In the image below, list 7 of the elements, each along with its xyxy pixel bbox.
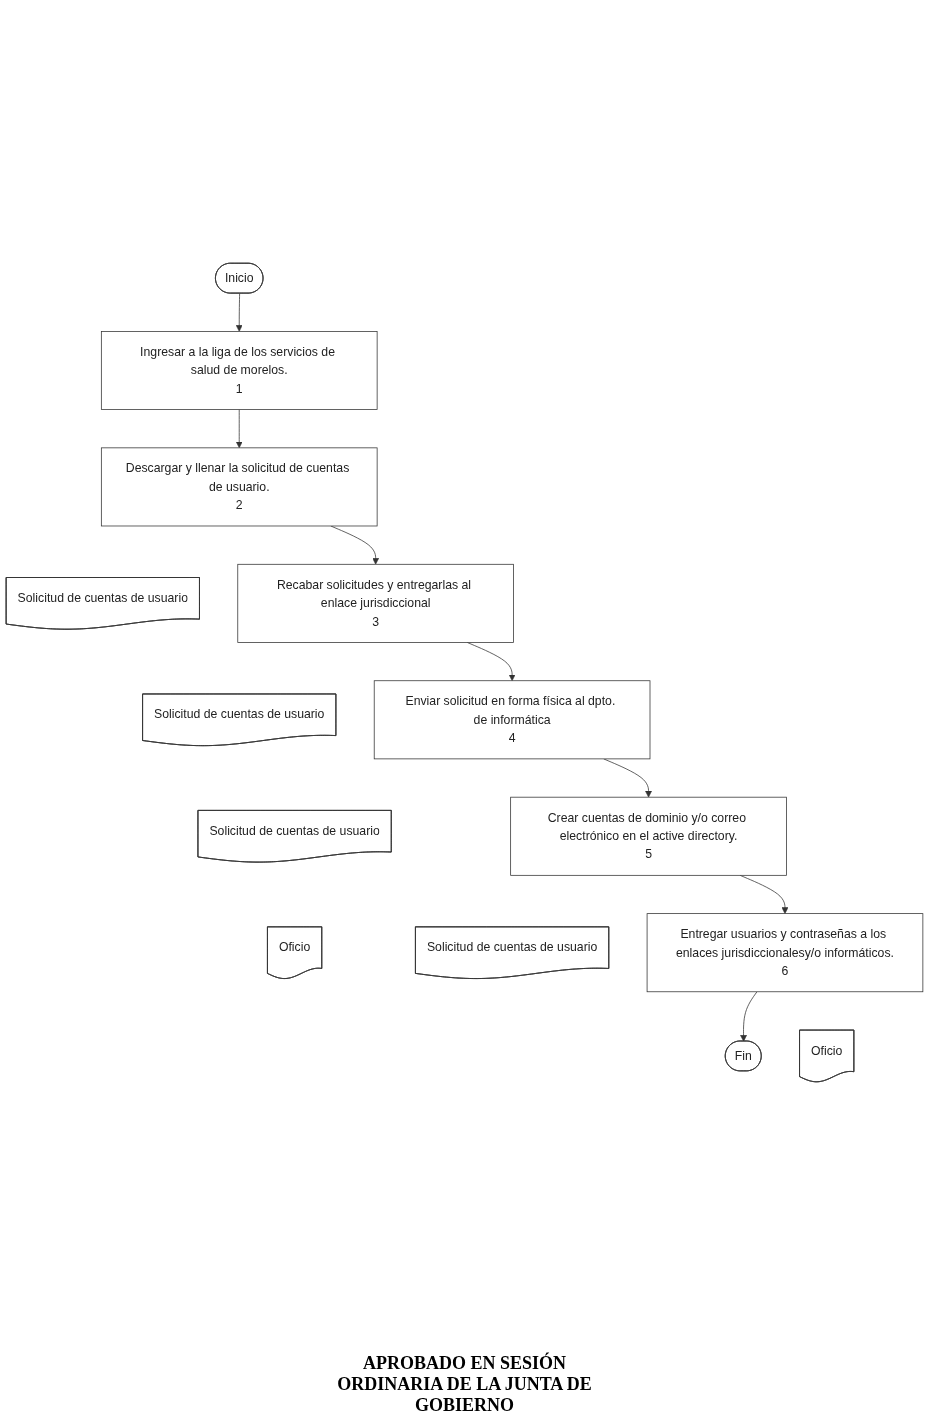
approval-note: APROBADO EN SESIÓN ORDINARIA DE LA JUNTA DE GOBIERNO [336,1353,593,1416]
node-box: Recabar solicitudes y entregarlas al enlace jurisdiccional 3 [237,563,514,643]
node-box: Enviar solicitud en forma física al dpto. de informática 4 [373,680,651,760]
node-box: Entregar usuarios y contraseñas a los enlaces jurisdiccionalesy/o informáticos. 6 [646,913,924,993]
node-box: Descargar y llenar la solicitud de cuentas de usuario. 2 [100,447,378,527]
node-box: Crear cuentas de dominio y/o correo electrónico en el active directory. 5 [510,796,787,876]
node-box: Ingresar a la liga de los servicios de salud de morelos. 1 [100,331,378,410]
